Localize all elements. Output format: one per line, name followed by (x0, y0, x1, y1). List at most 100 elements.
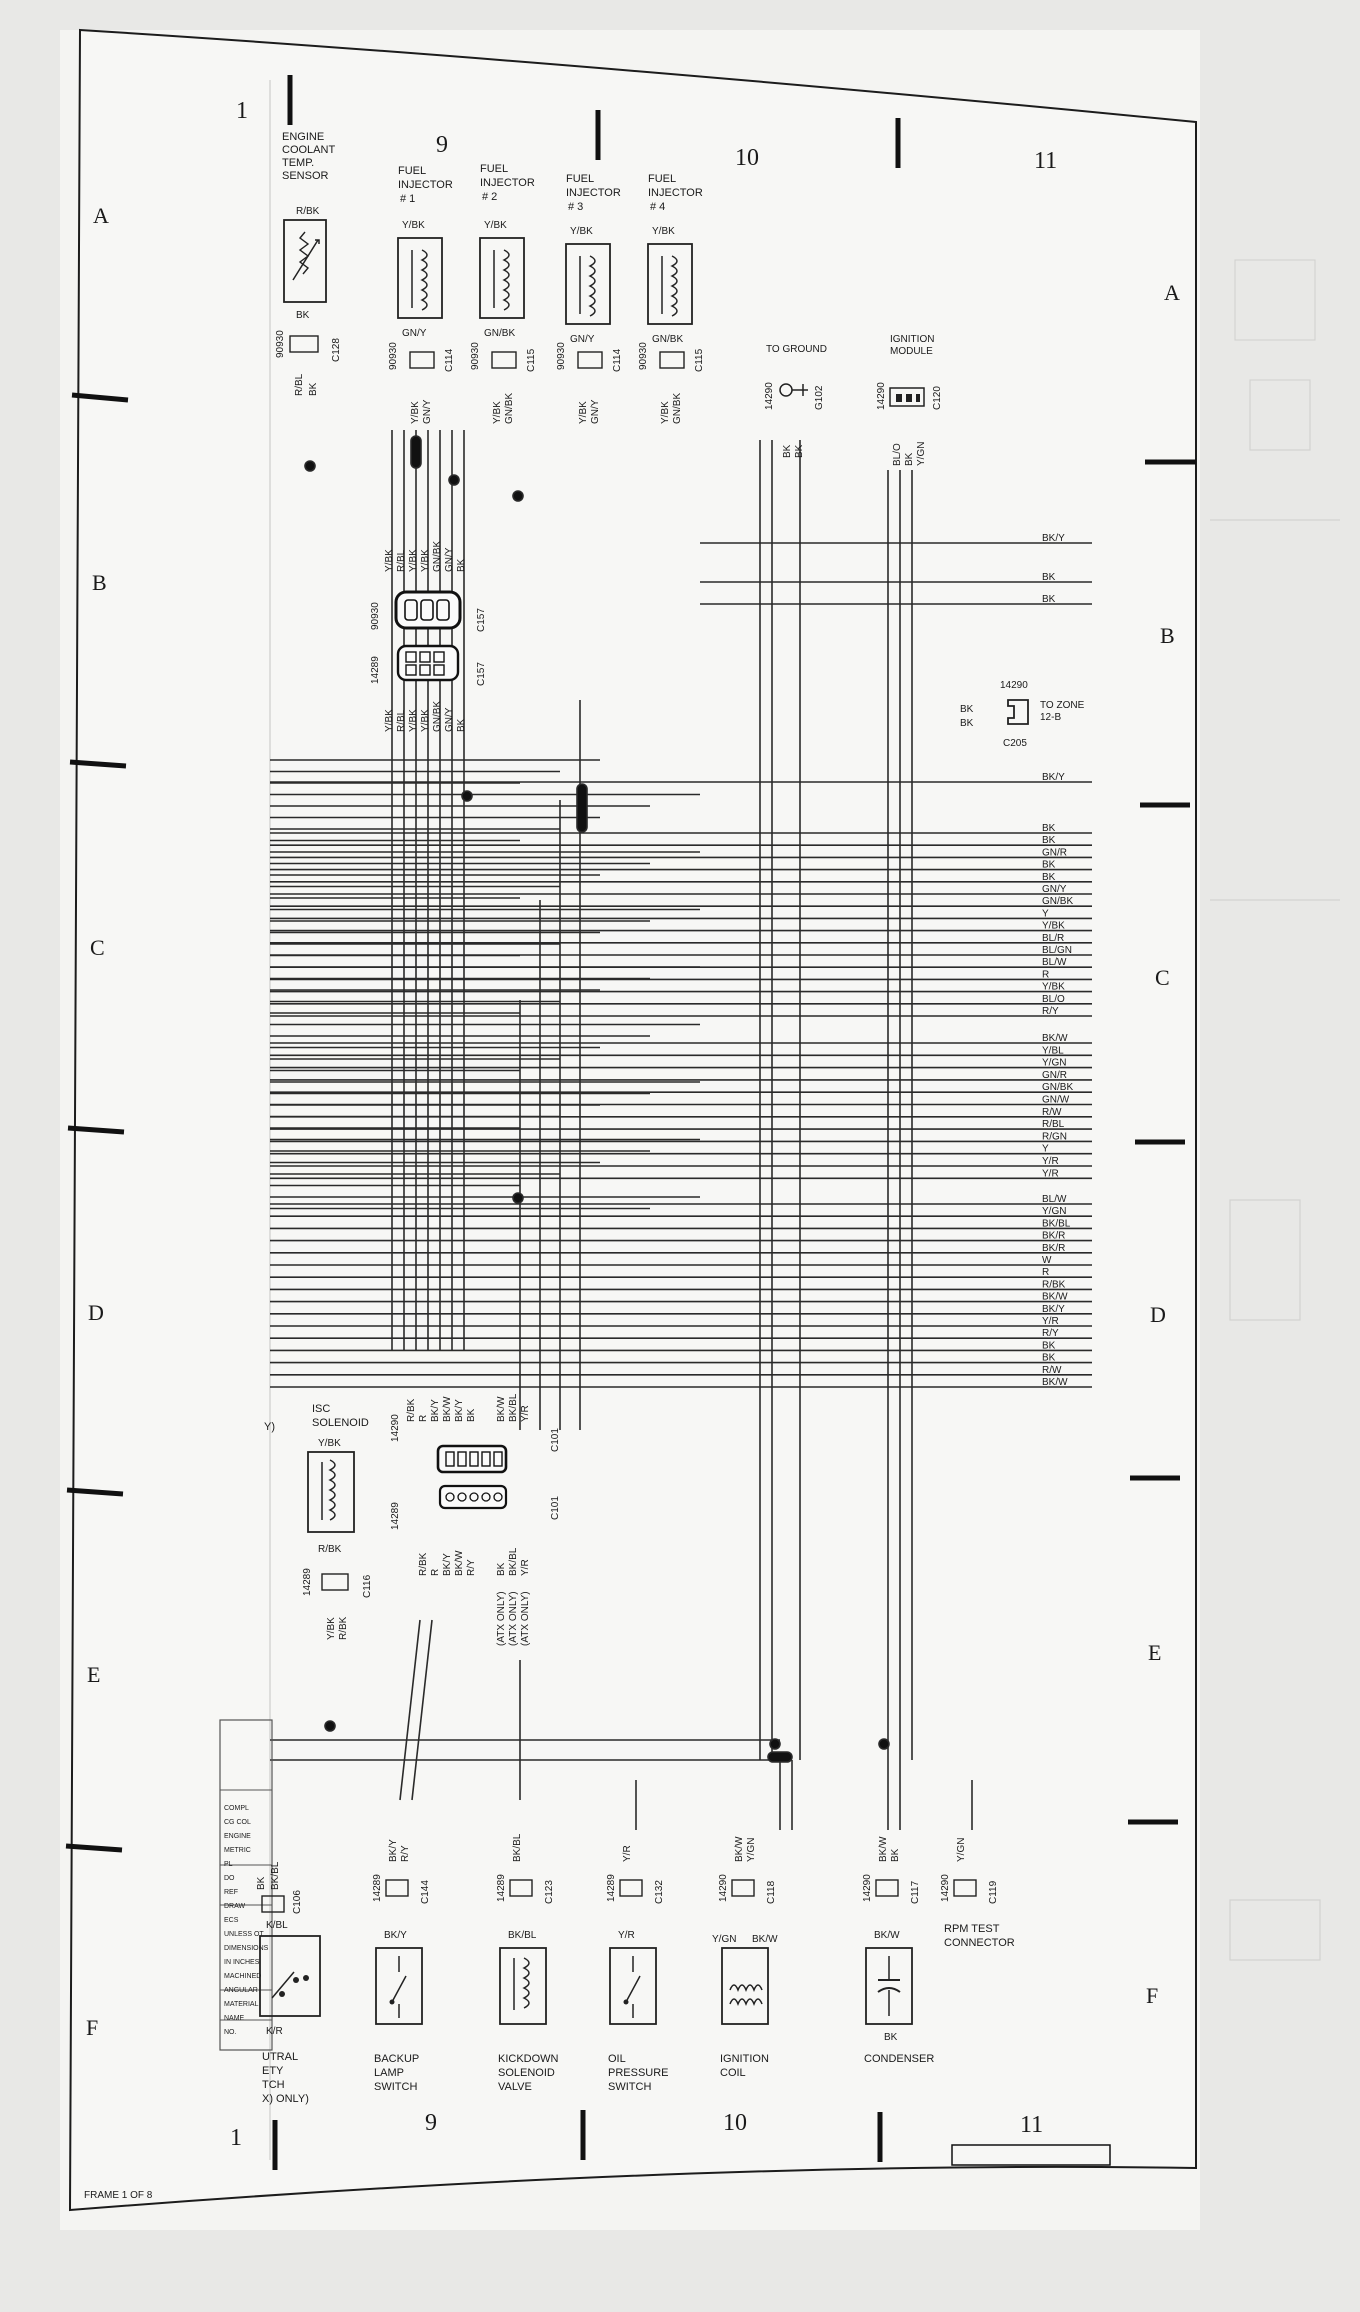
row-label-left-B: B (92, 570, 107, 595)
svg-text:# 1: # 1 (400, 193, 415, 205)
svg-text:OIL: OIL (608, 2053, 626, 2065)
svg-text:R/BK: R/BK (418, 1552, 429, 1576)
svg-text:12-B: 12-B (1040, 712, 1061, 723)
svg-text:BK: BK (496, 1562, 507, 1576)
splice-bar (410, 435, 422, 469)
svg-text:BK: BK (466, 1408, 477, 1422)
svg-text:R: R (430, 1569, 441, 1576)
title-block-line: ENGINE (224, 1833, 251, 1840)
ground-g102: TO GROUND 14290 G102 BK BK (764, 344, 827, 458)
svg-text:BK/Y: BK/Y (430, 1399, 441, 1422)
svg-text:TCH: TCH (262, 2079, 285, 2091)
svg-text:TO GROUND: TO GROUND (766, 344, 827, 355)
zone-label-top-9: 9 (436, 132, 448, 158)
svg-text:14290: 14290 (876, 382, 887, 410)
svg-text:C128: C128 (331, 338, 342, 362)
svg-text:ENGINE: ENGINE (282, 131, 324, 143)
svg-text:KICKDOWN: KICKDOWN (498, 2053, 559, 2065)
svg-text:UTRAL: UTRAL (262, 2051, 298, 2063)
right-wire-label: BK/BL (1042, 1218, 1071, 1229)
right-wire-label: BK (1042, 1340, 1056, 1351)
svg-text:GN/Y: GN/Y (444, 707, 455, 732)
svg-text:14290: 14290 (940, 1874, 951, 1902)
svg-text:BK/Y: BK/Y (454, 1399, 465, 1422)
svg-text:(ATX ONLY): (ATX ONLY) (496, 1591, 507, 1646)
svg-text:Y/BK: Y/BK (652, 226, 675, 237)
svg-text:BK: BK (794, 444, 805, 458)
svg-text:K/R: K/R (266, 2026, 283, 2037)
svg-text:C114: C114 (444, 348, 455, 372)
right-wire-label: W (1042, 1255, 1052, 1266)
svg-text:14289: 14289 (302, 1568, 313, 1596)
svg-text:14289: 14289 (496, 1874, 507, 1902)
title-block-line: NO. (224, 2029, 237, 2036)
svg-text:90930: 90930 (388, 342, 399, 370)
svg-text:C157: C157 (476, 608, 487, 632)
svg-text:Y/BK: Y/BK (570, 226, 593, 237)
splice-bar (767, 1751, 793, 1763)
svg-text:BK/W: BK/W (734, 1836, 745, 1862)
svg-text:ISC: ISC (312, 1403, 330, 1415)
svg-text:SWITCH: SWITCH (374, 2081, 417, 2093)
svg-text:GN/BK: GN/BK (652, 334, 683, 345)
right-wire-label: R/W (1042, 1365, 1062, 1376)
splice-bar (576, 783, 588, 833)
svg-text:14289: 14289 (606, 1874, 617, 1902)
svg-text:GN/Y: GN/Y (402, 328, 427, 339)
right-wire-label: BK (1042, 572, 1056, 583)
svg-text:BK: BK (256, 1876, 267, 1890)
svg-text:C205: C205 (1003, 738, 1027, 749)
right-wire-label: BK/W (1042, 1292, 1068, 1303)
row-label-left-D: D (88, 1300, 104, 1325)
svg-text:GN/BK: GN/BK (484, 328, 515, 339)
row-label-right-D: D (1150, 1302, 1166, 1327)
svg-text:X) ONLY): X) ONLY) (262, 2093, 309, 2105)
right-wire-label: R/BL (1042, 1119, 1065, 1130)
engine-coolant-temp-sensor: ENGINE COOLANT TEMP. SENSOR R/BK BK 9093… (275, 131, 342, 396)
right-wire-label: R/BK (1042, 1279, 1066, 1290)
svg-text:INJECTOR: INJECTOR (480, 177, 535, 189)
svg-text:LAMP: LAMP (374, 2067, 404, 2079)
right-wire-label: BL/R (1042, 933, 1064, 944)
svg-text:BK: BK (456, 718, 467, 732)
zone-label-top-10: 10 (735, 145, 759, 171)
right-wire-label: Y/BK (1042, 982, 1065, 993)
right-wire-label: Y (1042, 1144, 1049, 1155)
svg-text:FUEL: FUEL (480, 163, 508, 175)
svg-text:Y/GN: Y/GN (746, 1838, 757, 1862)
svg-text:14290: 14290 (764, 382, 775, 410)
svg-text:90930: 90930 (470, 342, 481, 370)
right-wire-label: BK (1042, 1353, 1056, 1364)
svg-text:R/Y: R/Y (400, 1845, 411, 1862)
right-wire-label: BK (1042, 835, 1056, 846)
svg-text:TEMP.: TEMP. (282, 157, 314, 169)
svg-text:GN/Y: GN/Y (590, 399, 601, 424)
svg-text:Y/BK: Y/BK (384, 709, 395, 732)
title-block (219, 1719, 273, 2051)
svg-text:K/BL: K/BL (266, 1920, 288, 1931)
svg-text:# 2: # 2 (482, 191, 497, 203)
title-block-line: DIMENSIONS (224, 1945, 269, 1952)
row-label-left-F: F (86, 2015, 98, 2040)
row-label-right-C: C (1155, 965, 1170, 990)
svg-text:C118: C118 (766, 1880, 777, 1904)
frame-label: FRAME 1 OF 8 (84, 2190, 153, 2201)
svg-text:Y/R: Y/R (520, 1559, 531, 1576)
right-wire-label: BK/Y (1042, 533, 1065, 544)
row-label-right-E: E (1148, 1640, 1161, 1665)
svg-text:C157: C157 (476, 662, 487, 686)
svg-text:C115: C115 (526, 348, 537, 372)
svg-text:C123: C123 (544, 1880, 555, 1904)
svg-text:BK/W: BK/W (454, 1550, 465, 1576)
svg-text:Y/BK: Y/BK (318, 1438, 341, 1449)
svg-text:Y/BK: Y/BK (484, 220, 507, 231)
svg-text:SOLENOID: SOLENOID (312, 1417, 369, 1429)
svg-text:R/BL: R/BL (294, 373, 305, 396)
svg-text:BK/BL: BK/BL (508, 1547, 519, 1576)
svg-text:Y/R: Y/R (520, 1405, 531, 1422)
right-wire-label: R/W (1042, 1107, 1062, 1118)
svg-text:C115: C115 (694, 348, 705, 372)
right-wire-label: GN/R (1042, 847, 1067, 858)
svg-text:GN/BK: GN/BK (432, 541, 443, 572)
